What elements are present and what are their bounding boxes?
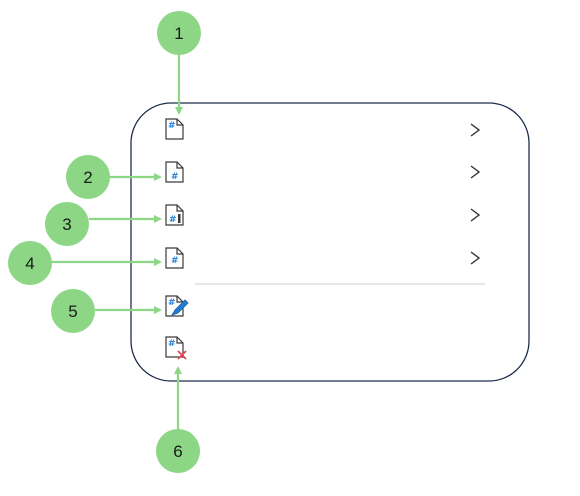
menu-item-6[interactable]: # <box>165 336 187 360</box>
context-menu: # # # <box>130 102 530 382</box>
svg-text:#: # <box>168 298 176 308</box>
hash-document-icon: # <box>165 118 184 140</box>
chevron-right-icon <box>470 208 481 222</box>
menu-item-2[interactable]: # <box>165 161 481 183</box>
callout-1-label: 1 <box>174 24 183 43</box>
menu-item-4[interactable]: # <box>165 247 481 269</box>
svg-text:#: # <box>169 215 177 225</box>
callout-5: 5 <box>51 289 95 333</box>
hash-document-delete-icon: # <box>165 336 187 360</box>
menu-item-3[interactable]: # <box>165 204 481 226</box>
hash-document-icon: # <box>165 161 184 183</box>
svg-text:#: # <box>171 256 179 266</box>
callout-5-label: 5 <box>68 302 77 321</box>
callout-3: 3 <box>45 202 89 246</box>
menu-item-5[interactable]: # <box>165 295 189 317</box>
callout-1: 1 <box>157 11 201 55</box>
svg-text:#: # <box>168 121 176 131</box>
hash-document-edit-icon: # <box>165 295 189 317</box>
connectors <box>52 54 183 429</box>
callout-6: 6 <box>156 429 200 473</box>
callouts: 1 2 3 4 5 6 <box>8 11 201 473</box>
callout-6-label: 6 <box>173 442 182 461</box>
context-menu-panel <box>130 102 530 382</box>
hash-document-bar-icon: # <box>165 204 184 226</box>
menu-item-1[interactable]: # <box>165 118 481 140</box>
callout-2-label: 2 <box>83 168 92 187</box>
callout-3-label: 3 <box>62 215 71 234</box>
svg-text:#: # <box>171 172 179 182</box>
hash-document-icon: # <box>165 247 184 269</box>
callout-2: 2 <box>66 155 110 199</box>
callout-4: 4 <box>8 241 52 285</box>
chevron-right-icon <box>470 165 481 179</box>
callout-4-label: 4 <box>25 254 34 273</box>
chevron-right-icon <box>470 251 481 265</box>
svg-text:#: # <box>168 339 176 349</box>
chevron-right-icon <box>470 123 481 137</box>
